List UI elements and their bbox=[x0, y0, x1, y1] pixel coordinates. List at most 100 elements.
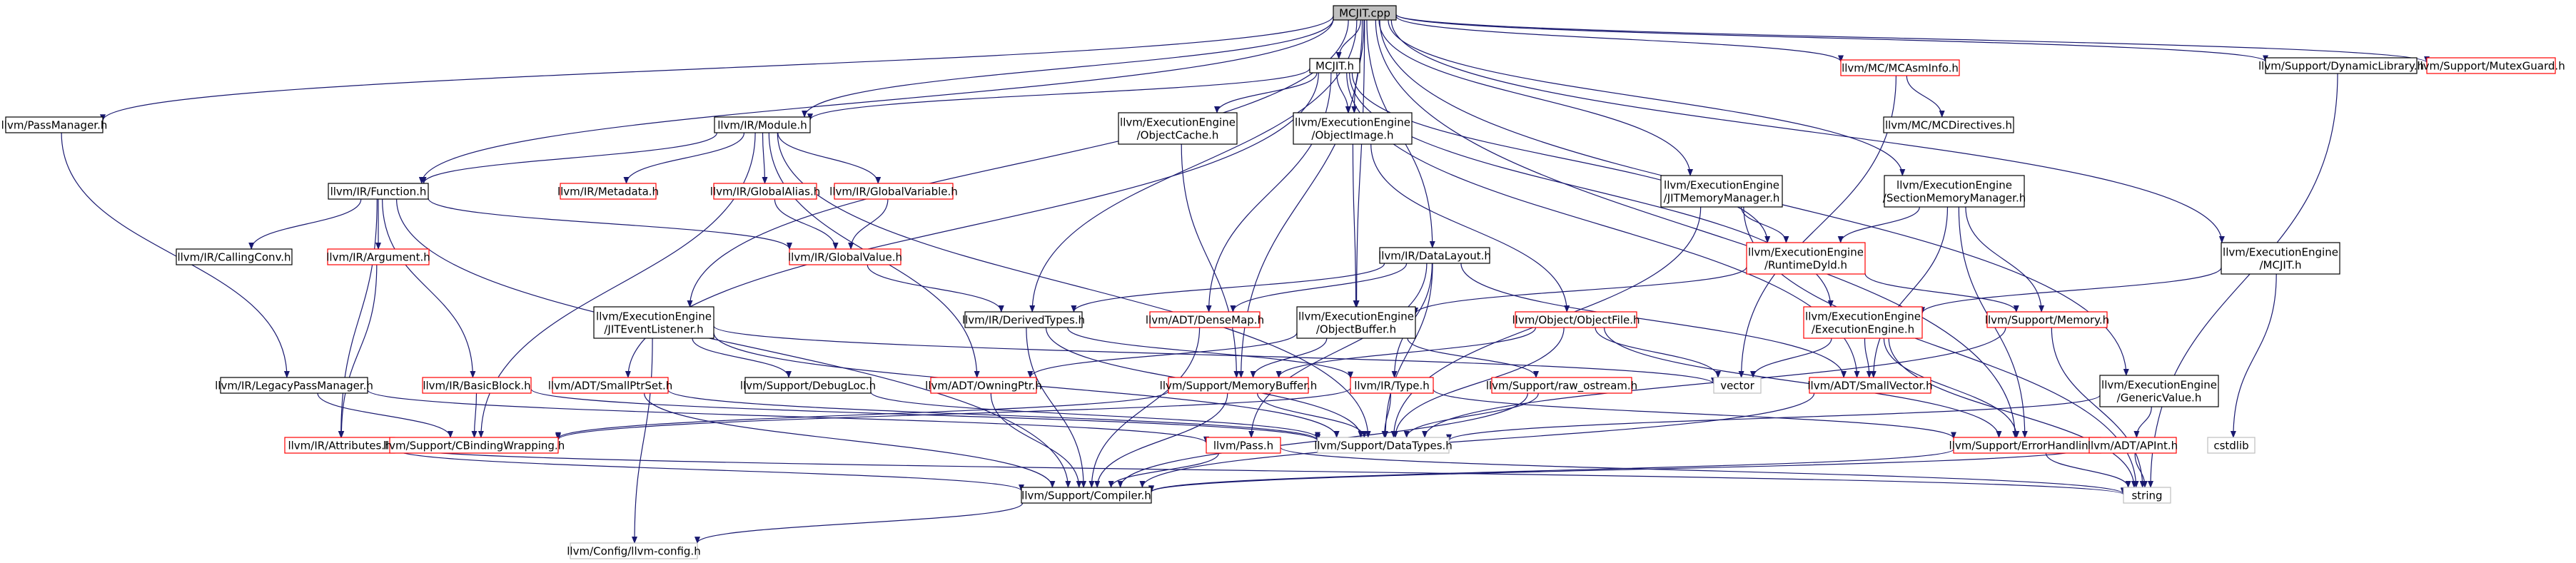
node-ee-runtimedyld[interactable]: llvm/ExecutionEngine/RuntimeDyld.h bbox=[1746, 242, 1866, 275]
node-box bbox=[328, 183, 429, 200]
node-vector[interactable]: vector bbox=[1713, 377, 1762, 394]
node-support-datatypes[interactable]: llvm/Support/DataTypes.h bbox=[1314, 437, 1453, 454]
edge-ir_argument-to-ir_attributes bbox=[338, 264, 378, 438]
edge-ir_legacypassmanager-to-support_cbinding bbox=[317, 392, 453, 438]
node-box bbox=[1491, 377, 1632, 394]
node-label: llvm/IR/Type.h bbox=[1354, 380, 1430, 392]
node-mcjit-cpp[interactable]: MCJIT.cpp bbox=[1333, 5, 1397, 21]
node-ir-attributes[interactable]: llvm/IR/Attributes.h bbox=[284, 437, 395, 454]
node-support-mutexguard[interactable]: llvm/Support/MutexGuard.h bbox=[2417, 57, 2565, 74]
node-box bbox=[1883, 116, 2014, 133]
node-ir-globalvalue[interactable]: llvm/IR/GlobalValue.h bbox=[788, 248, 902, 265]
edge-ir_globalvariable-to-ir_globalvalue bbox=[848, 198, 889, 250]
node-ir-argument[interactable]: llvm/IR/Argument.h bbox=[326, 248, 430, 265]
node-label: llvm/ExecutionEngine bbox=[1896, 179, 2012, 192]
node-ee-mcjit-h[interactable]: llvm/ExecutionEngine/MCJIT.h bbox=[2221, 242, 2340, 275]
edge-support_raw_ostream-to-support_datatypes bbox=[1403, 392, 1539, 438]
node-label: llvm/IR/LegacyPassManager.h bbox=[215, 380, 373, 392]
node-support-errorhandling[interactable]: llvm/Support/ErrorHandling.h bbox=[1949, 437, 2106, 454]
edge-ee_jiteventlistener-to-support_debugloc bbox=[692, 338, 792, 378]
node-string[interactable]: string bbox=[2123, 487, 2171, 504]
edge-adt_smallptrset-to-support_compiler bbox=[644, 392, 1056, 488]
node-config-llvmconfig[interactable]: llvm/Config/llvm-config.h bbox=[567, 542, 701, 559]
node-ir-basicblock[interactable]: llvm/IR/BasicBlock.h bbox=[422, 377, 532, 394]
node-ee-objectcache[interactable]: llvm/ExecutionEngine/ObjectCache.h bbox=[1118, 112, 1238, 145]
node-ir-datalayout[interactable]: llvm/IR/DataLayout.h bbox=[1378, 247, 1491, 264]
node-adt-owningptr[interactable]: llvm/ADT/OwningPtr.h bbox=[925, 377, 1042, 394]
node-support-dynlib[interactable]: llvm/Support/DynamicLibrary.h bbox=[2258, 57, 2424, 74]
node-ir-metadata[interactable]: llvm/IR/Metadata.h bbox=[557, 183, 659, 200]
node-ir-type[interactable]: llvm/IR/Type.h bbox=[1350, 377, 1434, 394]
node-label: MCJIT.cpp bbox=[1339, 7, 1390, 20]
node-label: llvm/ExecutionEngine bbox=[1748, 246, 1864, 259]
node-object-objectfile[interactable]: llvm/Object/ObjectFile.h bbox=[1512, 311, 1640, 328]
node-adt-densemap[interactable]: llvm/ADT/DenseMap.h bbox=[1146, 311, 1264, 328]
edge-ir_module-to-ir_globalalias bbox=[762, 132, 768, 184]
node-label: llvm/Support/DebugLoc.h bbox=[740, 380, 876, 392]
edge-ir_function-to-ir_attributes bbox=[338, 198, 378, 438]
node-ir-module[interactable]: llvm/IR/Module.h bbox=[714, 116, 811, 133]
node-box bbox=[1840, 59, 1960, 76]
node-box bbox=[2426, 57, 2556, 74]
node-mc-mcasminfo[interactable]: llvm/MC/MCAsmInfo.h bbox=[1840, 59, 1960, 76]
node-ee-objectbuffer[interactable]: llvm/ExecutionEngine/ObjectBuffer.h bbox=[1296, 306, 1416, 339]
node-mcjit-h[interactable]: MCJIT.h bbox=[1309, 58, 1360, 73]
node-adt-smallptrset[interactable]: llvm/ADT/SmallPtrSet.h bbox=[548, 377, 673, 394]
node-ir-derivedtypes[interactable]: llvm/IR/DerivedTypes.h bbox=[962, 311, 1085, 328]
node-mc-mcdirectives[interactable]: llvm/MC/MCDirectives.h bbox=[1883, 116, 2014, 133]
node-adt-apint[interactable]: llvm/ADT/APInt.h bbox=[2088, 437, 2178, 454]
node-support-memorybuffer[interactable]: llvm/Support/MemoryBuffer.h bbox=[1160, 377, 1318, 394]
node-label: /SectionMemoryManager.h bbox=[1883, 192, 2026, 205]
node-support-compiler[interactable]: llvm/Support/Compiler.h bbox=[1021, 487, 1152, 504]
edge-mcjit_cpp-to-ir_module bbox=[802, 19, 1334, 118]
node-box bbox=[1317, 437, 1450, 454]
edge-ee_objectcache-to-support_memorybuffer bbox=[1181, 143, 1240, 378]
node-ee-genericvalue[interactable]: llvm/ExecutionEngine/GenericValue.h bbox=[2099, 375, 2219, 407]
edge-ir_module-to-ir_metadata bbox=[623, 132, 745, 184]
edge-ee_objectbuffer-to-support_raw_ostream bbox=[1407, 338, 1539, 378]
edge-llvm_passmanager-to-ir_legacypassmanager bbox=[61, 132, 290, 378]
node-box bbox=[1118, 112, 1238, 145]
node-ee-jiteventlistener[interactable]: llvm/ExecutionEngine/JITEventListener.h bbox=[593, 306, 714, 339]
edge-ee_runtimedyld-to-ee_objectbuffer bbox=[1413, 266, 1747, 315]
node-label: string bbox=[2131, 490, 2162, 502]
node-label: llvm/Support/DynamicLibrary.h bbox=[2258, 60, 2424, 73]
node-ir-legacypassmanager[interactable]: llvm/IR/LegacyPassManager.h bbox=[215, 377, 373, 394]
node-support-cbinding[interactable]: llvm/Support/CBindingWrapping.h bbox=[383, 437, 565, 454]
node-support-debugloc[interactable]: llvm/Support/DebugLoc.h bbox=[740, 377, 876, 394]
node-label: llvm/ExecutionEngine bbox=[1120, 116, 1236, 129]
node-ee-jitmemmgr[interactable]: llvm/ExecutionEngine/JITMemoryManager.h bbox=[1660, 175, 1783, 208]
edge-support_errorhandling-to-string bbox=[2045, 452, 2131, 488]
node-label: llvm/IR/Attributes.h bbox=[288, 440, 391, 452]
edge-adt_apint-to-support_compiler bbox=[1148, 447, 2090, 493]
node-cstdlib[interactable]: cstdlib bbox=[2207, 437, 2256, 454]
node-llvm-passmanager[interactable]: llvm/PassManager.h bbox=[1, 116, 108, 133]
node-support-raw-ostream[interactable]: llvm/Support/raw_ostream.h bbox=[1486, 377, 1637, 394]
edge-mc_mcasminfo-to-mc_mcdirectives bbox=[1906, 75, 1945, 118]
edge-support_memory-to-string bbox=[2051, 327, 2146, 488]
node-label: llvm/IR/GlobalVariable.h bbox=[829, 186, 958, 198]
edge-mcjit_h-to-ee_runtimedyld bbox=[1351, 72, 1771, 243]
node-ir-globalvariable[interactable]: llvm/IR/GlobalVariable.h bbox=[829, 183, 958, 200]
edge-mcjit_h-to-ee_objectcache bbox=[1214, 72, 1318, 113]
node-ir-function[interactable]: llvm/IR/Function.h bbox=[328, 183, 429, 200]
node-label: llvm/ExecutionEngine bbox=[1298, 310, 1414, 323]
edge-ee_executionengine-to-string bbox=[1888, 338, 2137, 488]
node-label: llvm/IR/DataLayout.h bbox=[1378, 250, 1491, 263]
node-llvm-pass[interactable]: llvm/Pass.h bbox=[1206, 437, 1281, 454]
edge-ee_jiteventlistener-to-config_llvmconfig bbox=[632, 338, 653, 544]
node-adt-smallvector[interactable]: llvm/ADT/SmallVector.h bbox=[1807, 377, 1933, 394]
node-label: llvm/ADT/APInt.h bbox=[2088, 440, 2178, 452]
node-ir-callingconv[interactable]: llvm/IR/CallingConv.h bbox=[176, 248, 293, 265]
node-ee-objectimage[interactable]: llvm/ExecutionEngine/ObjectImage.h bbox=[1293, 112, 1413, 145]
node-ir-globalalias[interactable]: llvm/IR/GlobalAlias.h bbox=[710, 183, 821, 200]
edge-ir_function-to-ir_globalvalue bbox=[428, 198, 792, 250]
node-ee-executionengine[interactable]: llvm/ExecutionEngine/ExecutionEngine.h bbox=[1803, 306, 1923, 339]
node-box bbox=[1296, 306, 1416, 339]
edge-mcjit_cpp-to-ir_function bbox=[418, 18, 1334, 184]
node-box bbox=[1884, 175, 2025, 208]
node-ee-sectionmemmgr[interactable]: llvm/ExecutionEngine/SectionMemoryManage… bbox=[1883, 175, 2026, 208]
edge-ir_datalayout-to-adt_smallvector bbox=[1460, 263, 1847, 378]
edge-ee_objectbuffer-to-support_memorybuffer bbox=[1250, 338, 1328, 378]
node-support-memory[interactable]: llvm/Support/Memory.h bbox=[1985, 311, 2109, 328]
